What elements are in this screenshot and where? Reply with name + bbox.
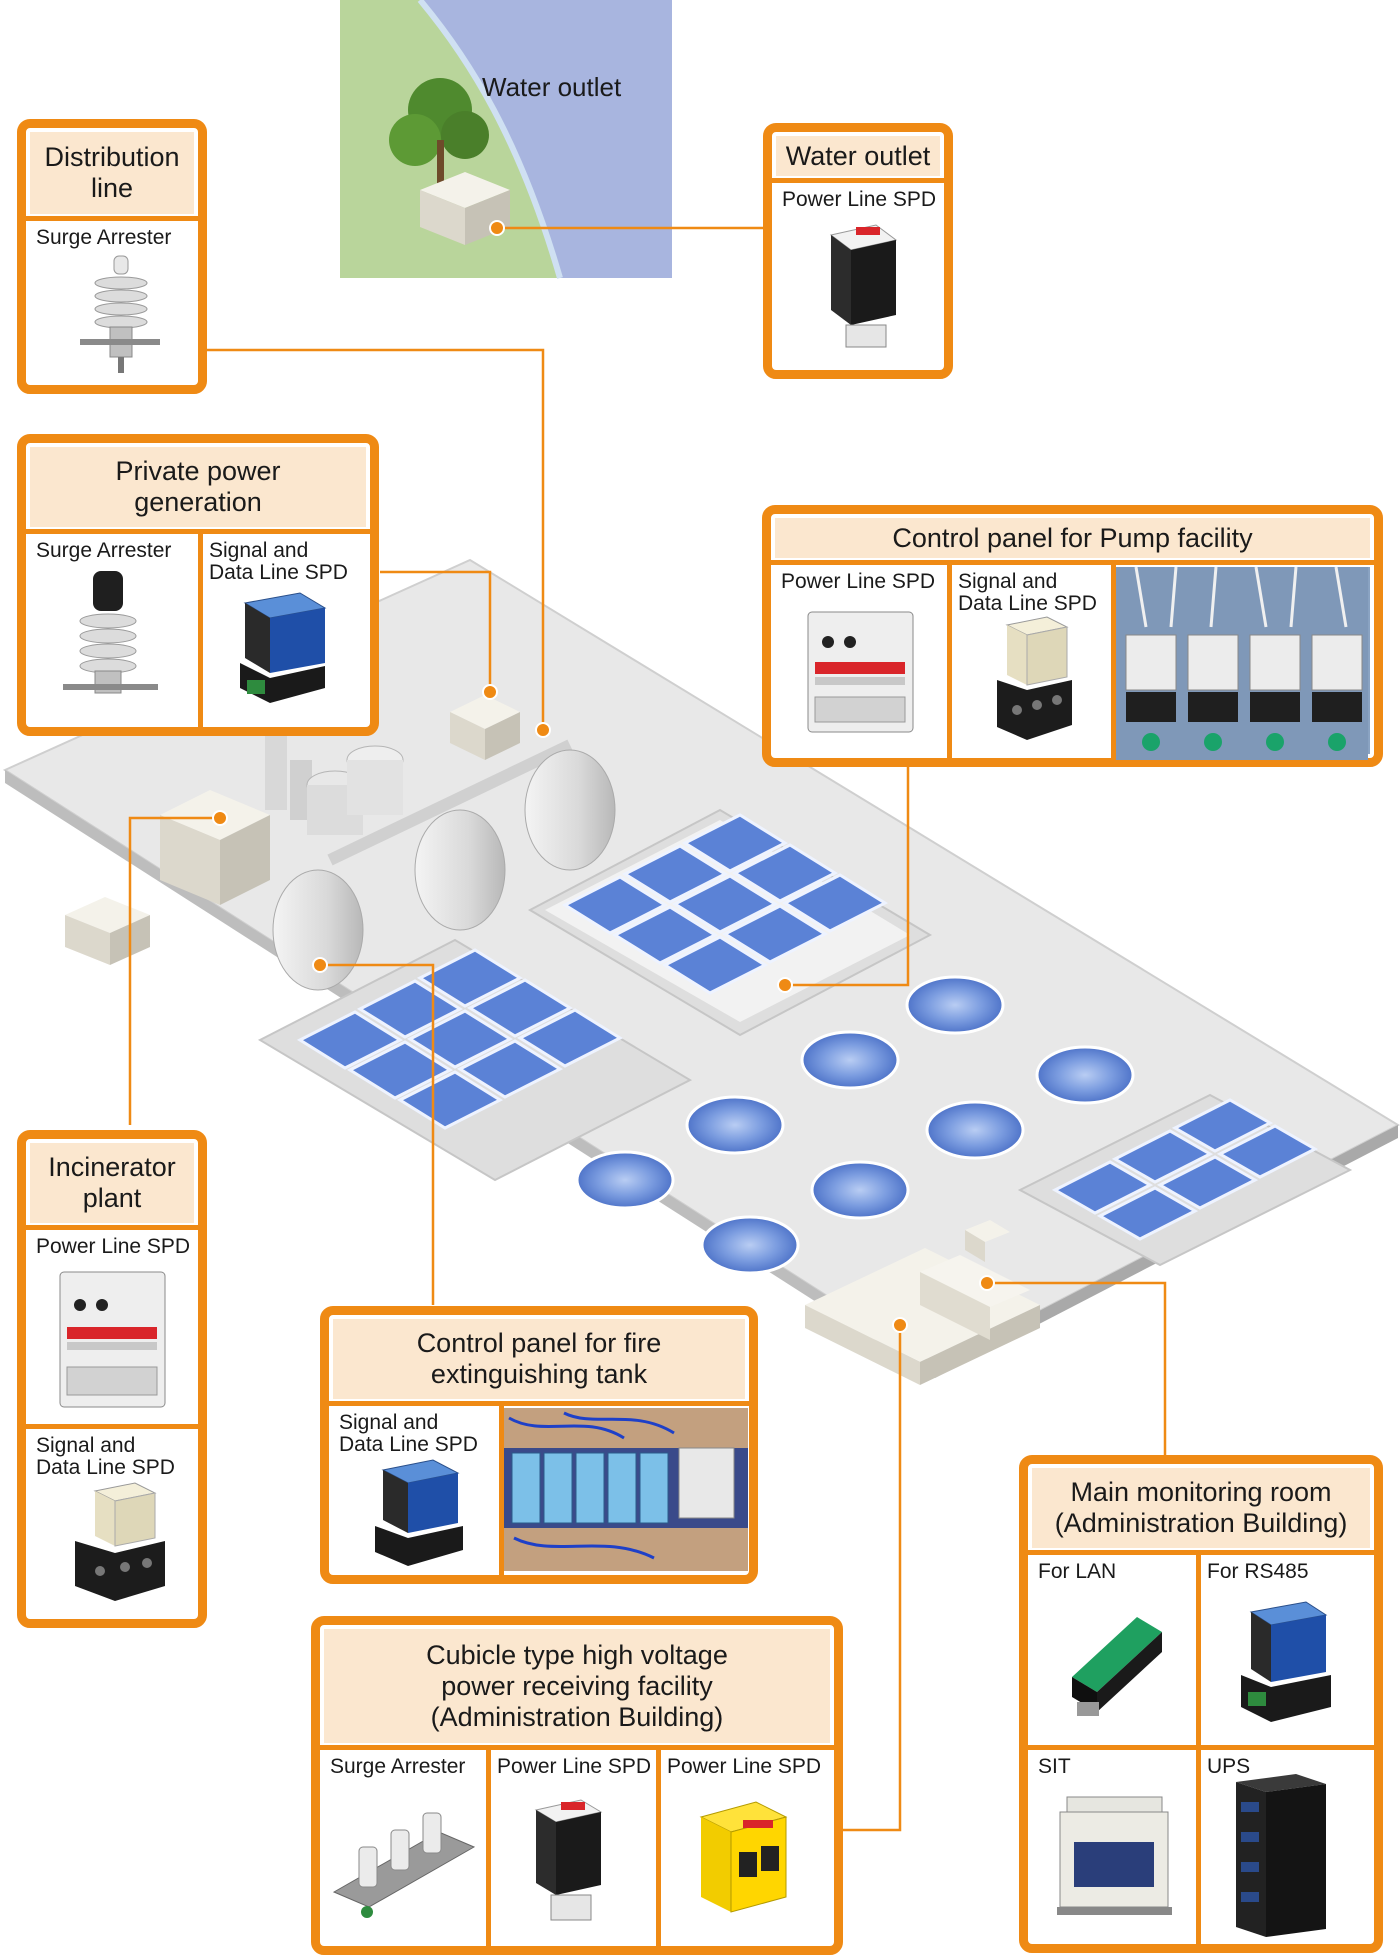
signal-spd-icon	[75, 1482, 165, 1601]
product-cell[interactable]: Signal and Data Line SPD	[952, 567, 1109, 754]
box-title: Private power generation	[30, 447, 366, 527]
connector-lines	[128, 220, 1167, 1832]
product-cell[interactable]: For RS485	[1201, 1557, 1370, 1743]
administration-building	[805, 1220, 1040, 1385]
box-title: Distribution line	[30, 132, 194, 214]
product-label: Surge Arrester	[36, 539, 172, 562]
private-power-generation-box: Private power generation Surge Arrester …	[17, 434, 379, 736]
surge-arrester-icon	[332, 1812, 476, 1918]
product-label: Signal and Data Line SPD	[339, 1411, 478, 1456]
product-label: Power Line SPD	[667, 1755, 822, 1778]
surge-arrester-icon	[63, 571, 158, 694]
power-line-spd-icon	[807, 611, 914, 733]
cubicle-high-voltage-box: Cubicle type high voltage power receivin…	[311, 1616, 843, 1955]
product-label: UPS	[1207, 1755, 1251, 1778]
product-label: Signal and Data Line SPD	[958, 570, 1097, 615]
product-cell[interactable]: UPS	[1201, 1752, 1370, 1940]
product-label: Surge Arrester	[36, 226, 172, 249]
box-title: Control panel for fire extinguishing tan…	[333, 1319, 745, 1399]
water-outlet-area-label: Water outlet	[482, 72, 622, 102]
product-label: For RS485	[1207, 1560, 1309, 1583]
product-cell[interactable]: Power Line SPD	[776, 185, 940, 366]
product-cell[interactable]	[1116, 567, 1370, 760]
settling-tank-right	[1017, 1093, 1353, 1267]
product-cell[interactable]: Power Line SPD	[491, 1752, 654, 1942]
product-cell[interactable]: Power Line SPD	[775, 567, 945, 754]
product-label: Power Line SPD	[497, 1755, 652, 1778]
product-label: Signal and Data Line SPD	[36, 1434, 175, 1479]
sit-icon	[1057, 1796, 1172, 1915]
product-cell[interactable]: Signal and Data Line SPD	[30, 1431, 194, 1615]
product-cell[interactable]: Surge Arrester	[324, 1752, 484, 1942]
product-cell[interactable]: Power Line SPD	[30, 1232, 194, 1422]
power-line-spd-yellow-icon	[699, 1801, 788, 1913]
surge-arrester-icon	[80, 255, 160, 373]
pump-control-panel-box: Control panel for Pump facility Power Li…	[762, 505, 1383, 767]
product-cell[interactable]	[504, 1408, 748, 1571]
product-cell[interactable]: Surge Arrester	[30, 223, 194, 381]
signal-spd-icon	[997, 616, 1072, 740]
signal-spd-icon	[240, 592, 327, 703]
fire-control-panel-box: Control panel for fire extinguishing tan…	[320, 1306, 758, 1584]
product-label: For LAN	[1038, 1560, 1117, 1583]
power-line-spd-icon	[59, 1271, 166, 1408]
lan-spd-icon	[1072, 1617, 1162, 1716]
product-cell[interactable]: Power Line SPD	[661, 1752, 830, 1942]
main-monitoring-room-box: Main monitoring room (Administration Bui…	[1019, 1455, 1383, 1953]
panel-photo-icon	[1116, 567, 1368, 760]
box-title: Incinerator plant	[30, 1143, 194, 1223]
panel-photo-icon	[504, 1408, 748, 1571]
product-cell[interactable]: Surge Arrester	[30, 536, 196, 723]
incinerator-plant-box: Incinerator plant Power Line SPD Signal …	[17, 1130, 207, 1628]
product-label: Power Line SPD	[36, 1235, 191, 1258]
product-cell[interactable]: For LAN	[1032, 1557, 1194, 1743]
product-label: Power Line SPD	[782, 188, 937, 211]
aeration-tank-left	[257, 938, 693, 1182]
box-title: Cubicle type high voltage power receivin…	[324, 1629, 830, 1743]
aeration-tank-upper	[527, 808, 933, 1037]
box-title: Control panel for Pump facility	[775, 518, 1370, 558]
power-line-spd-icon	[534, 1799, 603, 1921]
power-generation-building	[265, 695, 520, 835]
product-label: Signal and Data Line SPD	[209, 539, 348, 584]
product-cell[interactable]: Signal and Data Line SPD	[333, 1408, 497, 1571]
product-cell[interactable]: Signal and Data Line SPD	[203, 536, 366, 723]
water-outlet-box: Water outlet Power Line SPD	[763, 123, 953, 379]
signal-spd-icon	[375, 1459, 463, 1566]
rs485-spd-icon	[1241, 1601, 1331, 1722]
clarifiers	[575, 975, 1135, 1275]
water-outlet-landscape	[340, 0, 672, 279]
box-title: Main monitoring room (Administration Bui…	[1032, 1468, 1370, 1548]
product-label: SIT	[1038, 1755, 1071, 1778]
water-outlet-building-icon	[420, 172, 510, 245]
distribution-line-box: Distribution line Surge Arrester	[17, 119, 207, 394]
ups-icon	[1236, 1774, 1326, 1937]
digester-tanks	[272, 739, 616, 991]
product-label: Power Line SPD	[781, 570, 936, 593]
box-title: Water outlet	[776, 136, 940, 176]
power-line-spd-icon	[829, 224, 898, 348]
product-label: Surge Arrester	[330, 1755, 466, 1778]
product-cell[interactable]: SIT	[1032, 1752, 1194, 1940]
